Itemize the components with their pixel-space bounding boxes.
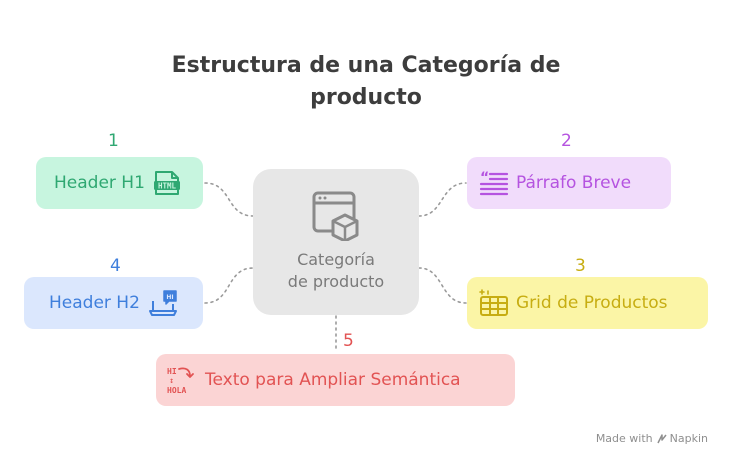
grid-table-icon (479, 289, 509, 317)
node-4-label: Header H2 (49, 293, 140, 313)
svg-text:HOLA: HOLA (167, 386, 186, 395)
node-header-h2: Header H2 HI (24, 277, 203, 329)
node-4-number: 4 (110, 256, 121, 276)
center-label: Categoría de producto (287, 250, 385, 291)
paragraph-quote-icon: “ (479, 170, 509, 196)
laptop-chat-icon: HI (148, 289, 178, 317)
node-2-label: Párrafo Breve (516, 173, 632, 193)
node-5-number: 5 (343, 331, 354, 351)
browser-box-icon (312, 191, 360, 245)
diagram-title: Estructura de una Categoría de producto (171, 53, 561, 110)
node-grid-productos: Grid de Productos (467, 277, 708, 329)
translate-icon: HI ↕ HOLA (166, 364, 198, 396)
node-2-number: 2 (561, 131, 572, 151)
html-file-icon: HTML (153, 170, 181, 196)
node-1-label: Header H1 (54, 173, 145, 193)
node-texto-semantica: HI ↕ HOLA Texto para Ampliar Semántica (156, 354, 515, 406)
napkin-logo-icon (656, 433, 667, 444)
node-parrafo-breve: “ Párrafo Breve (467, 157, 671, 209)
footer-text: Made with (595, 432, 653, 445)
connector-4 (204, 267, 254, 304)
footer-credit: Made with Napkin (596, 432, 708, 445)
node-3-number: 3 (575, 256, 586, 276)
svg-text:↕: ↕ (169, 378, 174, 385)
svg-text:HI: HI (166, 294, 173, 301)
node-5-label: Texto para Ampliar Semántica (205, 370, 461, 390)
connector-1 (204, 182, 254, 217)
center-node: Categoría de producto (253, 169, 419, 315)
svg-text:HTML: HTML (158, 182, 177, 191)
connector-3 (418, 267, 467, 304)
svg-text:“: “ (480, 170, 489, 186)
connector-2 (418, 182, 467, 217)
node-1-number: 1 (108, 131, 119, 151)
footer-brand: Napkin (669, 432, 708, 445)
node-header-h1: Header H1 HTML (36, 157, 203, 209)
svg-text:HI: HI (167, 367, 177, 376)
node-3-label: Grid de Productos (516, 293, 668, 313)
